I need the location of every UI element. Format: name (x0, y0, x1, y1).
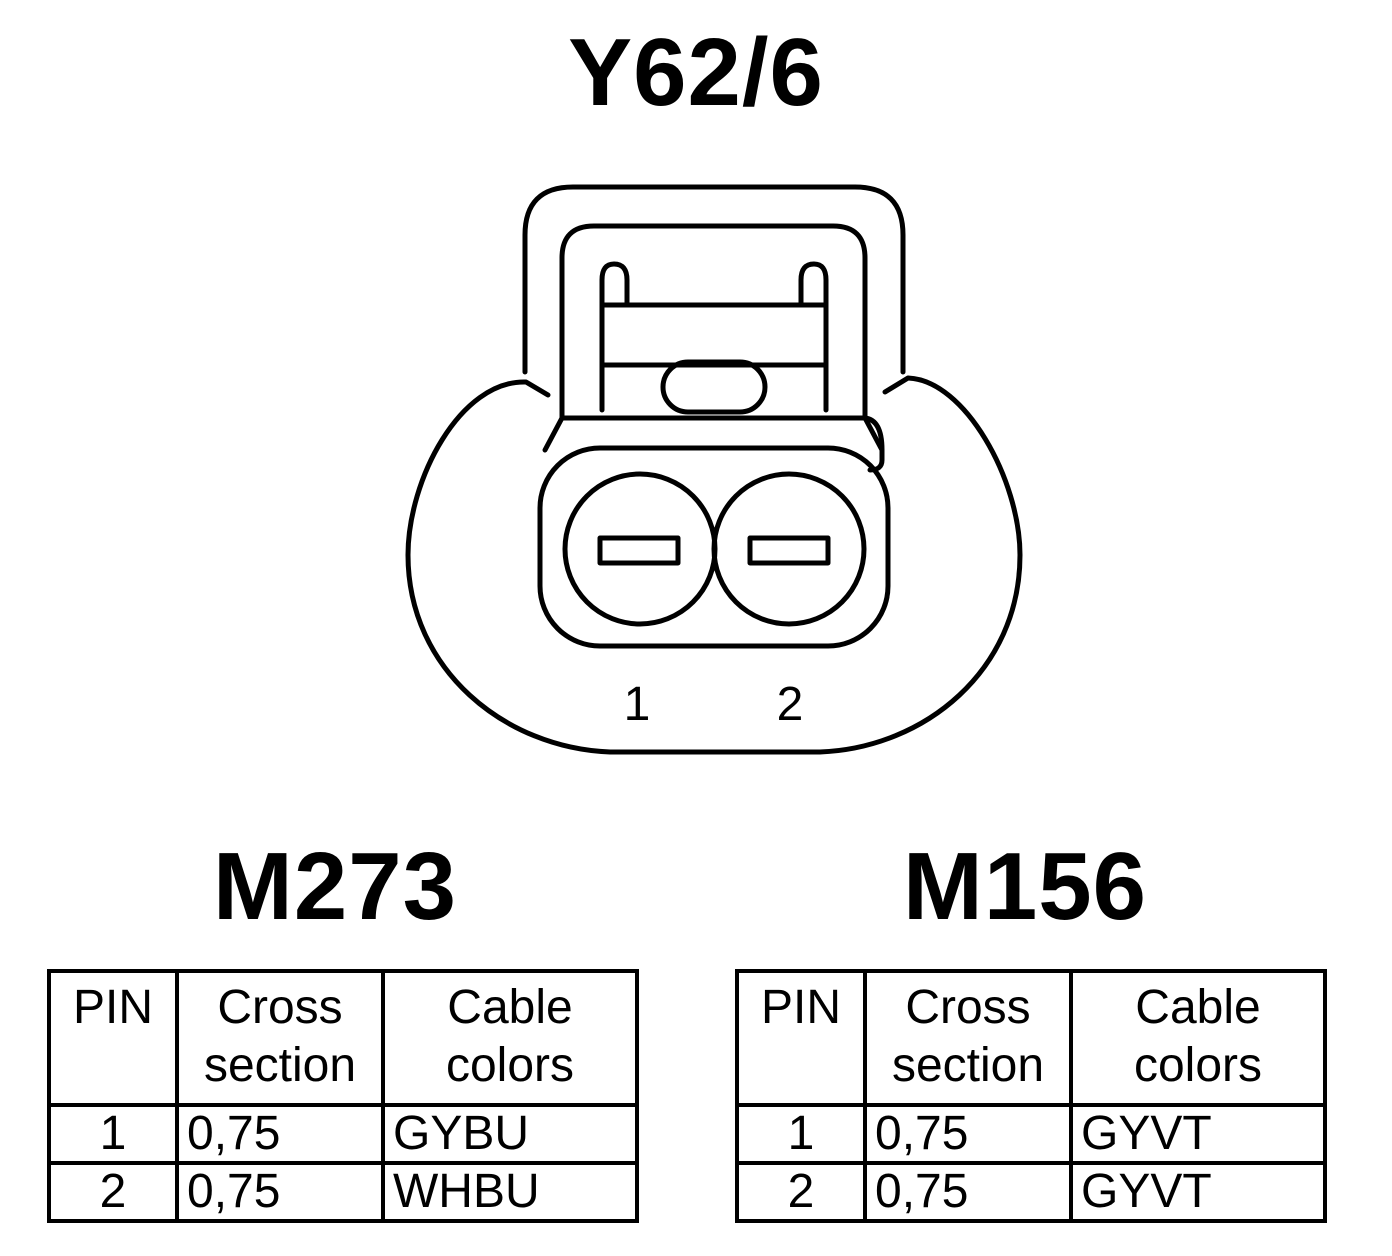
pin-2-contact (747, 535, 831, 566)
cell-cross-section: 0,75 (863, 1103, 1073, 1165)
latch-tab-left (599, 261, 630, 413)
header-pin: PIN (47, 969, 179, 1107)
release-button-outline (660, 359, 768, 415)
pin-2-label: 2 (777, 678, 804, 731)
table-header-row: PIN Cross section Cable colors (47, 969, 639, 1107)
model-title-m273: M273 (212, 833, 458, 940)
header-cross-section: Cross section (175, 969, 385, 1107)
pin-table-m156: PIN Cross section Cable colors 1 0,75 GY… (735, 969, 1327, 1223)
cell-pin: 1 (47, 1103, 179, 1165)
connector-body-outline (405, 375, 1023, 755)
shoulder-left (542, 415, 565, 453)
pin-cavity-housing (537, 445, 891, 649)
connector-diagram: 1 2 (405, 184, 1023, 755)
table-row: 2 0,75 GYVT (735, 1161, 1327, 1223)
cell-cable-colors: GYBU (381, 1103, 639, 1165)
latch-tab-right (798, 261, 829, 413)
pin-1-contact (597, 535, 681, 566)
header-cable-colors: Cable colors (1069, 969, 1327, 1107)
header-pin: PIN (735, 969, 867, 1107)
cell-cable-colors: WHBU (381, 1161, 639, 1223)
table-row: 2 0,75 WHBU (47, 1161, 639, 1223)
latch-inner-outline (559, 223, 868, 421)
cell-cross-section: 0,75 (863, 1161, 1073, 1223)
connector-title: Y62/6 (568, 19, 824, 126)
inner-housing-outline (559, 415, 885, 473)
latch-outer-outline (522, 184, 906, 375)
cell-pin: 2 (47, 1161, 179, 1223)
pin-1-socket (562, 471, 718, 627)
shoulder-right (862, 415, 885, 453)
model-title-m156: M156 (902, 833, 1148, 940)
pin-2-socket (711, 471, 867, 627)
header-cable-colors: Cable colors (381, 969, 639, 1107)
cell-pin: 1 (735, 1103, 867, 1165)
cell-cross-section: 0,75 (175, 1161, 385, 1223)
cell-cable-colors: GYVT (1069, 1103, 1327, 1165)
cell-cross-section: 0,75 (175, 1103, 385, 1165)
table-row: 1 0,75 GYVT (735, 1103, 1327, 1165)
pin-table-m273: PIN Cross section Cable colors 1 0,75 GY… (47, 969, 639, 1223)
pin-1-label: 1 (624, 678, 651, 731)
table-row: 1 0,75 GYBU (47, 1103, 639, 1165)
header-cross-section: Cross section (863, 969, 1073, 1107)
table-header-row: PIN Cross section Cable colors (735, 969, 1327, 1107)
cell-cable-colors: GYVT (1069, 1161, 1327, 1223)
cell-pin: 2 (735, 1161, 867, 1223)
